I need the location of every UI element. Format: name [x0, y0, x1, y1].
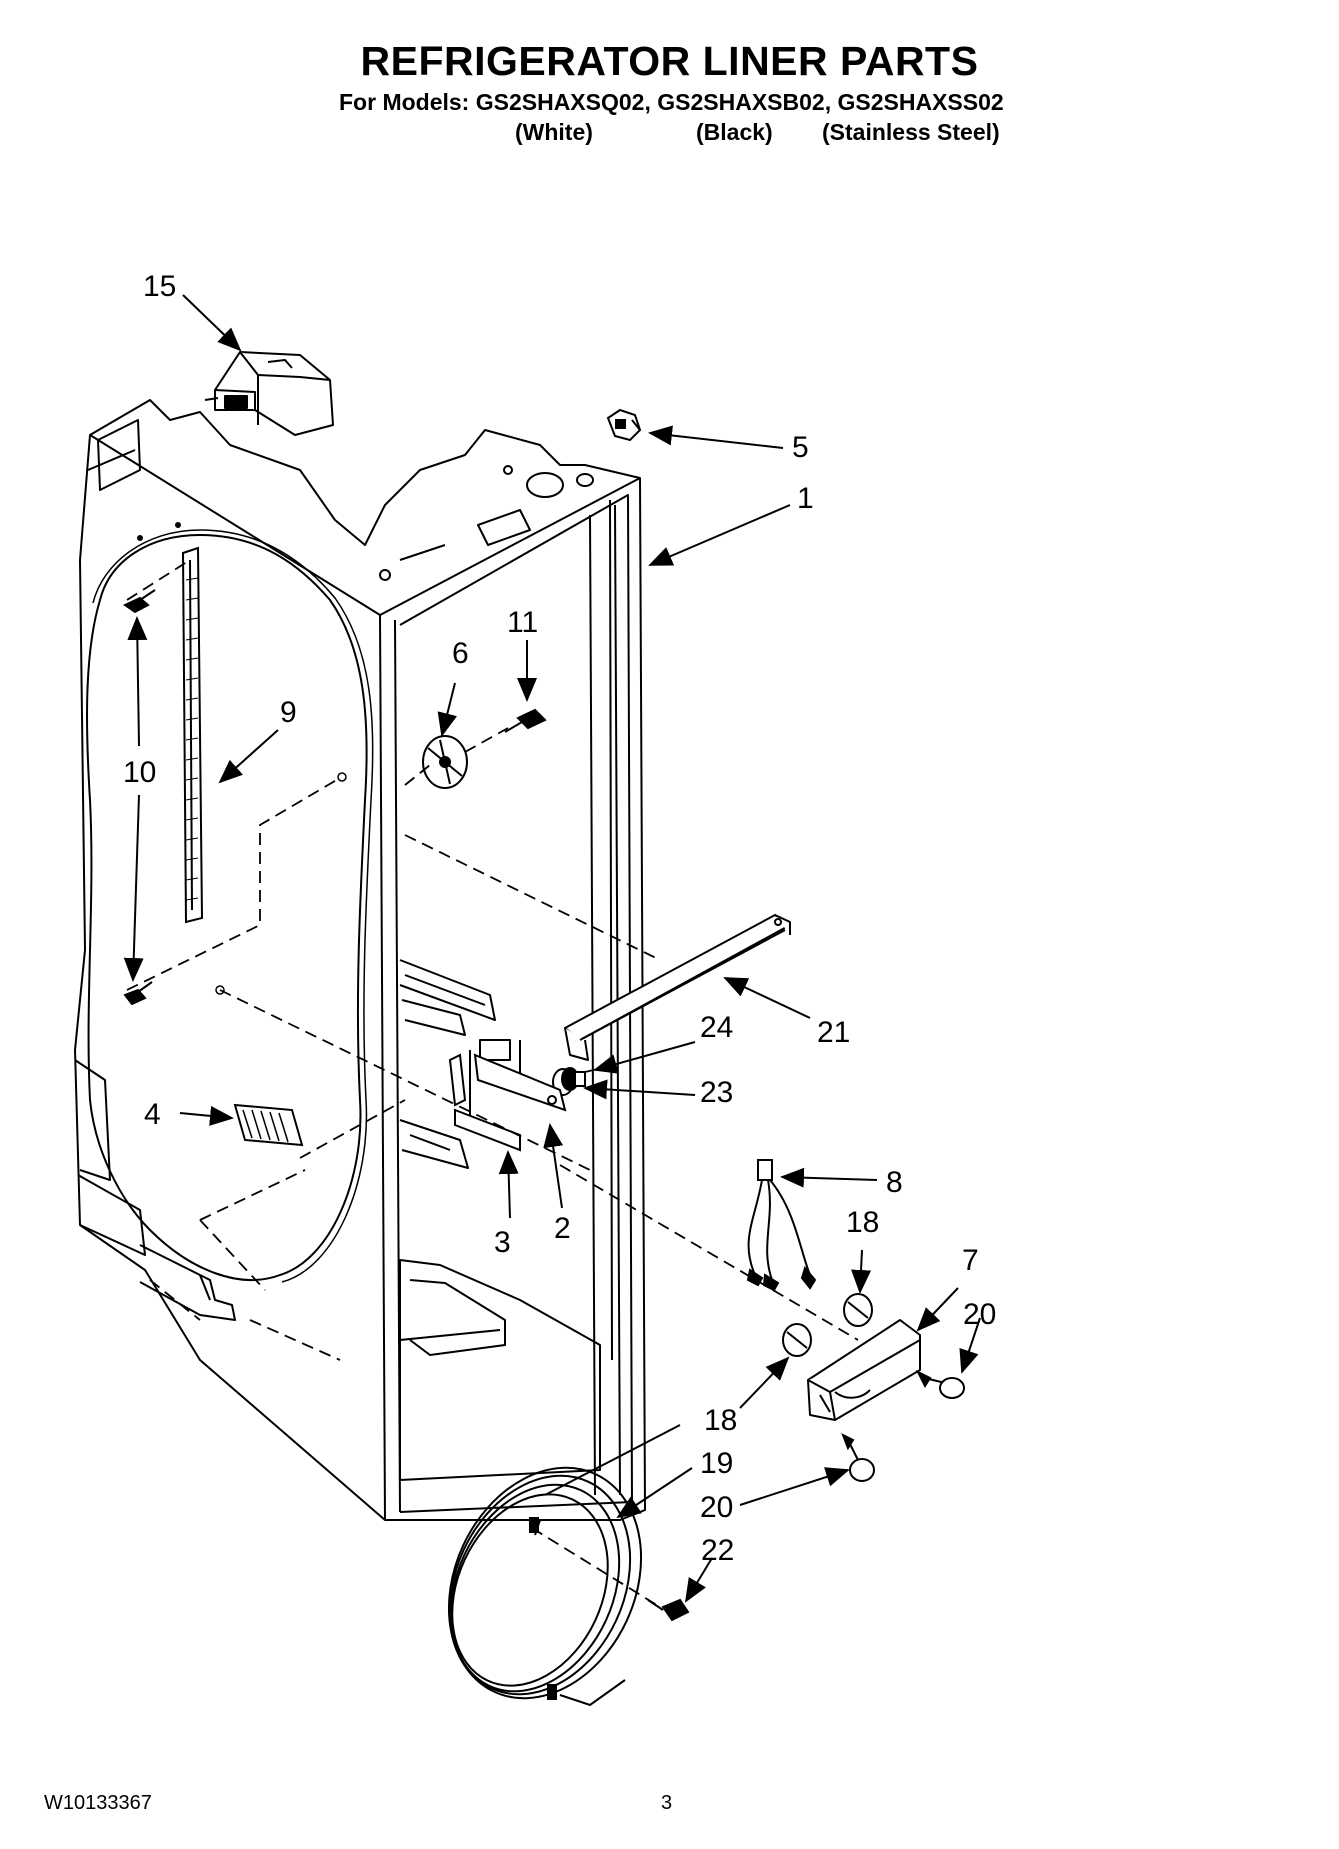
part-8-harness: [746, 1159, 817, 1292]
callout-22: 22: [701, 1534, 734, 1567]
part-11-screw: [504, 708, 547, 733]
leader-arrows: [123, 294, 981, 1603]
callout-24: 24: [700, 1011, 733, 1044]
part-7-light-housing: [807, 1319, 921, 1421]
callout-6: 6: [452, 637, 469, 670]
callout-2: 2: [554, 1212, 571, 1245]
part-20-pin-right: [915, 1369, 965, 1399]
part-6-knob: [422, 735, 468, 789]
part-10-screw-bottom: [123, 981, 153, 1006]
page-title: REFRIGERATOR LINER PARTS: [360, 38, 979, 84]
callout-21: 21: [817, 1016, 850, 1049]
part-20-pin-lower: [841, 1432, 875, 1482]
part-4-grille: [233, 1103, 304, 1147]
part-10-screw-top: [123, 589, 156, 614]
callout-19: 19: [700, 1447, 733, 1480]
variant-black: (Black): [696, 119, 773, 145]
callout-15: 15: [143, 270, 176, 303]
callout-11: 11: [507, 606, 538, 639]
callout-5: 5: [792, 431, 809, 464]
liner-body: [74, 399, 646, 1521]
part-18-bulb-lower: [782, 1323, 812, 1357]
page-number: 3: [661, 1792, 673, 1814]
part-3-slide: [448, 1053, 521, 1152]
callout-18-upper: 18: [846, 1206, 879, 1239]
variant-stainless: (Stainless Steel): [822, 119, 1000, 145]
document-number: W10133367: [44, 1792, 152, 1814]
alignment-lines: [126, 559, 859, 1608]
part-18-bulb-upper: [843, 1293, 873, 1327]
variant-white: (White): [515, 119, 593, 145]
callout-4: 4: [144, 1098, 161, 1131]
callout-10: 10: [123, 756, 156, 789]
part-22-screw: [647, 1598, 690, 1622]
part-15-control-housing: [204, 351, 334, 436]
callout-20-right: 20: [963, 1298, 996, 1331]
part-21-bracket: [564, 914, 791, 1061]
callout-9: 9: [280, 696, 297, 729]
callout-23: 23: [700, 1076, 733, 1109]
callout-8: 8: [886, 1166, 903, 1199]
models-line: For Models: GS2SHAXSQ02, GS2SHAXSB02, GS…: [339, 89, 1004, 115]
liner-wiring-loop: [86, 533, 368, 1281]
callout-20-lower: 20: [700, 1491, 733, 1524]
callout-7: 7: [962, 1244, 979, 1277]
part-2-plate: [473, 1053, 567, 1112]
callout-labels: 15 5 1 11 6 9 10 21 24 23 4 8 18 3 2 7 2…: [123, 270, 996, 1567]
part-24-spacer: [574, 1071, 586, 1087]
callout-18-lower: 18: [704, 1404, 737, 1437]
callout-3: 3: [494, 1226, 511, 1259]
callout-1: 1: [797, 482, 814, 515]
part-5-clip: [606, 408, 642, 442]
part-19-tubing-coil: [447, 1424, 681, 1707]
part-9-rail: [181, 546, 204, 924]
